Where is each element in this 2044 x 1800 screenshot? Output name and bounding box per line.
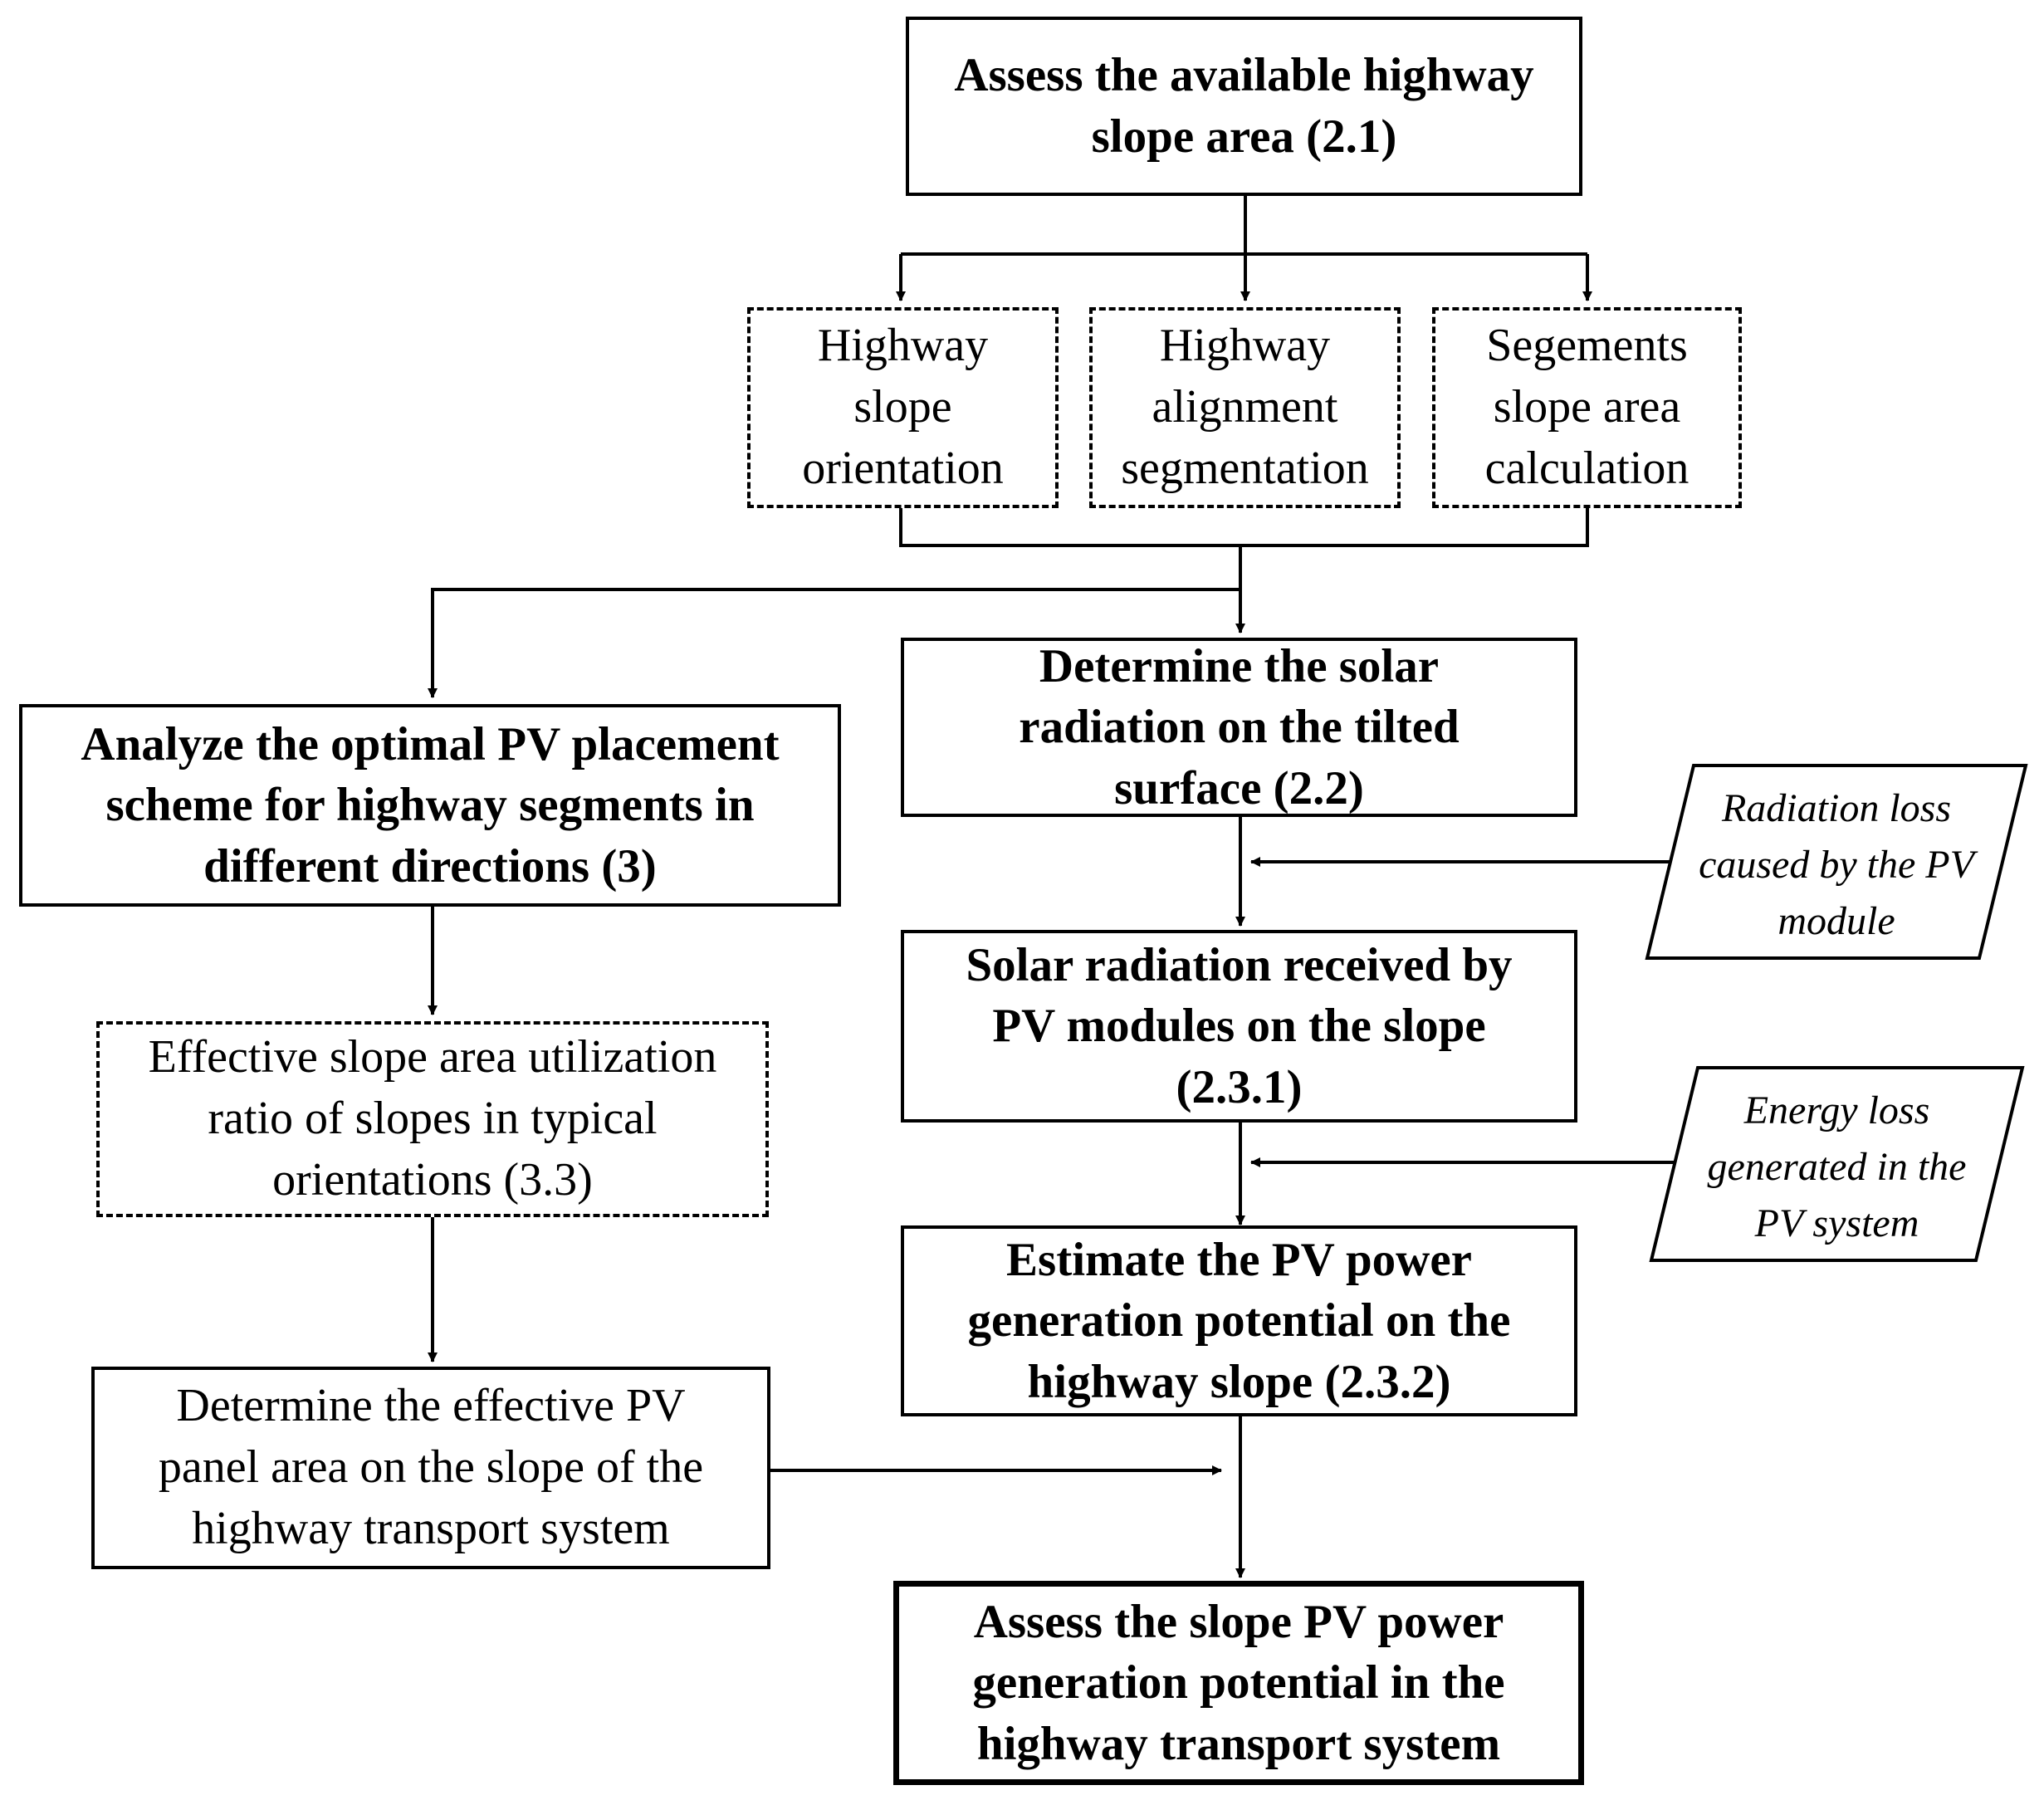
- assess-potential-box: Assess the slope PV power generation pot…: [893, 1581, 1584, 1785]
- energy-loss-input: Energy loss generated in the PV system: [1648, 1064, 2026, 1264]
- effective-panel-area-label: Determine the effective PV panel area on…: [158, 1380, 704, 1554]
- energy-loss-label: Energy loss generated in the PV system: [1707, 1088, 1967, 1246]
- energy-loss-shape: [1649, 1066, 2025, 1262]
- radiation-loss-label: Radiation loss caused by the PV module: [1699, 786, 1974, 944]
- solar-radiation-label: Determine the solar radiation on the til…: [1019, 639, 1460, 814]
- assess-slope-area-box: Assess the available highway slope area …: [906, 17, 1582, 196]
- effective-ratio-label: Effective slope area utilization ratio o…: [148, 1031, 717, 1206]
- radiation-loss-shape: [1645, 764, 2028, 960]
- estimate-potential-label: Estimate the PV power generation potenti…: [967, 1233, 1511, 1408]
- analyze-placement-label: Analyze the optimal PV placement scheme …: [81, 717, 780, 893]
- effective-panel-area-box: Determine the effective PV panel area on…: [91, 1367, 770, 1569]
- segments-area-label: Segements slope area calculation: [1484, 320, 1689, 494]
- estimate-potential-box: Estimate the PV power generation potenti…: [901, 1225, 1577, 1416]
- slope-orientation-box: Highway slope orientation: [747, 307, 1059, 508]
- slope-orientation-label: Highway slope orientation: [802, 320, 1004, 494]
- alignment-segmentation-label: Highway alignment segmentation: [1121, 320, 1369, 494]
- solar-radiation-box: Determine the solar radiation on the til…: [901, 638, 1577, 817]
- assess-slope-area-label: Assess the available highway slope area …: [954, 49, 1534, 163]
- assess-potential-label: Assess the slope PV power generation pot…: [972, 1595, 1505, 1770]
- segments-area-box: Segements slope area calculation: [1432, 307, 1742, 508]
- radiation-loss-input: Radiation loss caused by the PV module: [1644, 762, 2029, 961]
- connector-merge: [899, 507, 1589, 547]
- effective-ratio-box: Effective slope area utilization ratio o…: [96, 1021, 769, 1217]
- analyze-placement-box: Analyze the optimal PV placement scheme …: [19, 704, 841, 907]
- received-radiation-box: Solar radiation received by PV modules o…: [901, 930, 1577, 1123]
- received-radiation-label: Solar radiation received by PV modules o…: [966, 938, 1513, 1113]
- connector-to-analyze: [428, 588, 1240, 698]
- alignment-segmentation-box: Highway alignment segmentation: [1089, 307, 1401, 508]
